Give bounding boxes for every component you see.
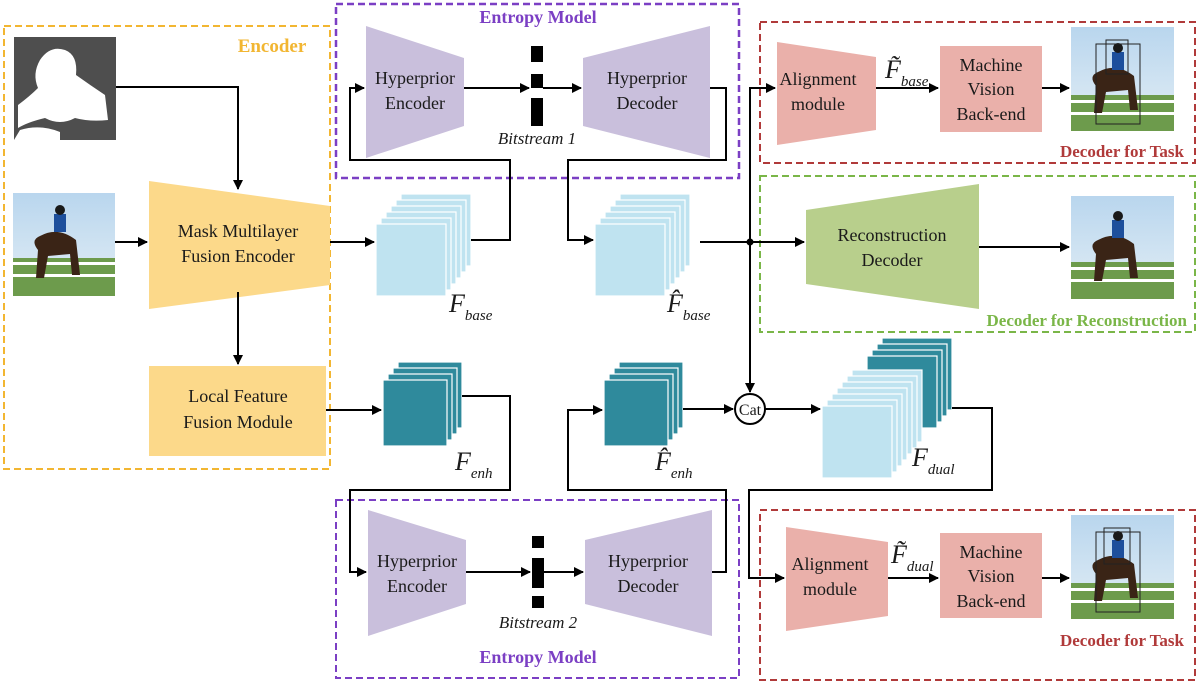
hyper-dec-bottom-label-2: Decoder xyxy=(618,576,679,596)
connectors xyxy=(115,83,1070,583)
detection-output-image-bottom xyxy=(1071,515,1174,619)
encoder-region-title: Encoder xyxy=(238,36,307,57)
machine-vision-backend-bottom xyxy=(940,533,1042,618)
recon-decoder-label-1: Reconstruction xyxy=(838,225,947,245)
hyperprior-encoder-bottom xyxy=(368,510,466,636)
input-image xyxy=(13,193,115,296)
reconstructed-image xyxy=(1071,196,1174,299)
align-top-label-1: Alignment xyxy=(780,69,857,89)
recon-decoder-region xyxy=(759,175,1196,333)
hyper-dec-top-label-2: Decoder xyxy=(617,93,678,113)
local-feature-fusion-module xyxy=(149,366,326,456)
label-f-enh-hat: F̂enh xyxy=(654,447,693,482)
task-decoder-bottom-title: Decoder for Task xyxy=(1060,631,1185,650)
machine-bottom-label-1: Machine xyxy=(960,542,1023,562)
task-decoder-bottom-region xyxy=(759,509,1196,681)
label-f-dual: Fdual xyxy=(911,443,955,478)
mask-multilayer-fusion-encoder xyxy=(149,181,330,309)
label-f-enh: Fenh xyxy=(454,447,493,482)
local-fusion-label-2: Fusion Module xyxy=(183,412,293,432)
bitstream-2-symbol xyxy=(532,536,544,608)
feature-stack-f-dual xyxy=(821,337,953,479)
label-f-base: Fbase xyxy=(448,289,493,324)
local-fusion-label-1: Local Feature xyxy=(188,386,287,406)
task-decoder-top-title: Decoder for Task xyxy=(1060,142,1185,161)
feature-stack-f-base xyxy=(375,193,472,297)
label-f-dual-tilde: F̃dual xyxy=(890,540,934,575)
mask-encoder-label-1: Mask Multilayer xyxy=(178,221,298,241)
bitstream-1-symbol xyxy=(531,46,543,126)
machine-top-label-3: Back-end xyxy=(957,104,1026,124)
mask-encoder-label-2: Fusion Encoder xyxy=(181,246,294,266)
alignment-module-top xyxy=(777,42,876,145)
alignment-module-bottom xyxy=(786,527,888,631)
align-bottom-label-2: module xyxy=(803,579,857,599)
label-f-base-hat: F̂base xyxy=(666,289,711,324)
recon-decoder-title: Decoder for Reconstruction xyxy=(987,311,1188,330)
hyperprior-decoder-top xyxy=(583,26,710,158)
label-f-base-tilde: F̃base xyxy=(884,55,929,90)
hyperprior-encoder-top xyxy=(366,26,464,158)
hyper-enc-top-label-1: Hyperprior xyxy=(375,68,455,88)
reconstruction-decoder xyxy=(806,184,979,309)
entropy-model-top-title: Entropy Model xyxy=(479,7,596,27)
bitstream-1-label: Bitstream 1 xyxy=(498,129,576,148)
bitstream-2-label: Bitstream 2 xyxy=(499,613,578,632)
hyper-enc-top-label-2: Encoder xyxy=(385,93,445,113)
hyper-enc-bottom-label-2: Encoder xyxy=(387,576,447,596)
concat-label: Cat xyxy=(739,402,762,419)
machine-top-label-1: Machine xyxy=(960,55,1023,75)
entropy-model-bottom-region xyxy=(335,499,740,679)
feature-stack-f-enh xyxy=(382,361,463,447)
machine-vision-backend-top xyxy=(940,46,1042,132)
machine-top-label-2: Vision xyxy=(968,79,1015,99)
hyper-dec-top-label-1: Hyperprior xyxy=(607,68,687,88)
detection-output-image-top xyxy=(1071,27,1174,131)
hyperprior-decoder-bottom xyxy=(585,510,712,636)
recon-decoder-label-2: Decoder xyxy=(862,250,923,270)
machine-bottom-label-2: Vision xyxy=(968,566,1015,586)
task-decoder-top-region xyxy=(759,21,1196,164)
mask-image xyxy=(14,37,116,140)
align-top-label-2: module xyxy=(791,94,845,114)
align-bottom-label-1: Alignment xyxy=(792,554,869,574)
machine-bottom-label-3: Back-end xyxy=(957,591,1026,611)
hyper-dec-bottom-label-1: Hyperprior xyxy=(608,551,688,571)
entropy-model-bottom-title: Entropy Model xyxy=(479,647,596,667)
entropy-model-top-region xyxy=(334,2,741,180)
feature-stack-f-base-hat xyxy=(594,193,691,297)
hyper-enc-bottom-label-1: Hyperprior xyxy=(377,551,457,571)
feature-stack-f-enh-hat xyxy=(603,361,684,447)
